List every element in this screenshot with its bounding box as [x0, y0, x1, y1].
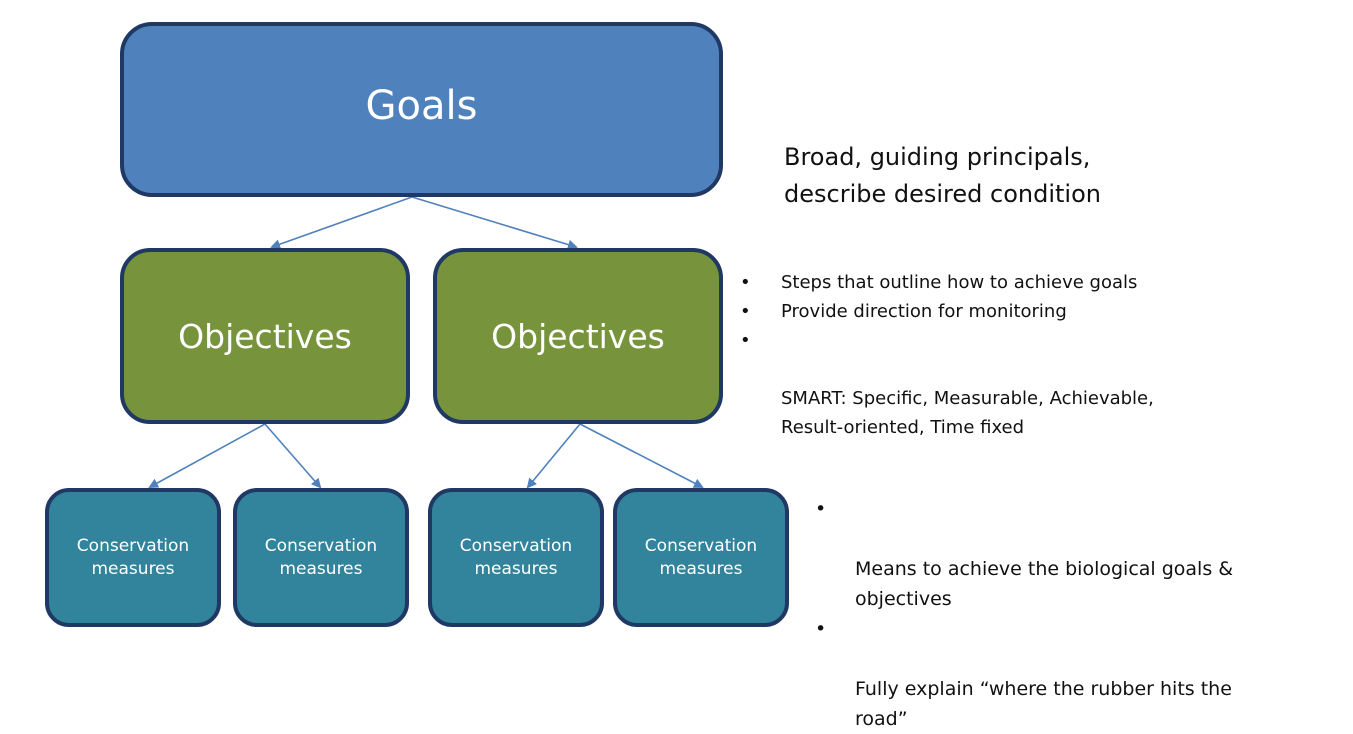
arrow-objective-1-to-measure-1 — [148, 423, 266, 488]
conservation-measures-label-1: Conservation measures — [76, 535, 190, 579]
arrow-objective-1-to-measure-2 — [264, 423, 322, 489]
objectives-label-2: Objectives — [491, 316, 665, 356]
conservation-measures-box-4: Conservation measures — [613, 488, 789, 627]
bullet-icon: • — [740, 301, 751, 322]
objectives-box-2: Objectives — [433, 248, 723, 424]
conservation-measures-box-2: Conservation measures — [233, 488, 409, 627]
conservation-measures-label-2: Conservation measures — [264, 535, 378, 579]
objectives-notes-list: • Steps that outline how to achieve goal… — [740, 268, 1154, 442]
arrow-objective-2-to-measure-4 — [579, 423, 704, 488]
goals-description: Broad, guiding principals, describe desi… — [784, 102, 1101, 213]
arrow-goal-to-objective-1 — [270, 196, 413, 250]
measures-note-2: Fully explain “where the rubber hits the… — [855, 678, 1232, 730]
list-item: • Steps that outline how to achieve goal… — [740, 268, 1154, 297]
goals-label: Goals — [365, 82, 478, 129]
bullet-icon: • — [740, 330, 751, 351]
goals-box: Goals — [120, 22, 723, 197]
measures-notes: • Means to achieve the biological goals … — [815, 494, 1335, 734]
objectives-note-2: Provide direction for monitoring — [781, 301, 1067, 322]
measures-notes-list: • Means to achieve the biological goals … — [815, 494, 1335, 734]
bullet-icon: • — [815, 618, 827, 640]
objectives-note-3: SMART: Specific, Measurable, Achievable,… — [781, 388, 1154, 438]
goals-description-text: Broad, guiding principals, describe desi… — [784, 143, 1101, 208]
bullet-icon: • — [740, 272, 751, 293]
list-item: • Means to achieve the biological goals … — [815, 494, 1335, 614]
conservation-measures-box-3: Conservation measures — [428, 488, 604, 627]
conservation-measures-label-4: Conservation measures — [644, 535, 758, 579]
list-item: • SMART: Specific, Measurable, Achievabl… — [740, 326, 1154, 442]
bullet-icon: • — [815, 498, 827, 520]
list-item: • Provide direction for monitoring — [740, 297, 1154, 326]
arrow-goal-to-objective-2 — [411, 196, 578, 250]
conservation-measures-label-3: Conservation measures — [459, 535, 573, 579]
connector-arrows — [148, 196, 704, 489]
arrow-objective-2-to-measure-3 — [526, 423, 581, 489]
objectives-note-1: Steps that outline how to achieve goals — [781, 272, 1138, 293]
objectives-label-1: Objectives — [178, 316, 352, 356]
objectives-box-1: Objectives — [120, 248, 410, 424]
list-item: • Fully explain “where the rubber hits t… — [815, 614, 1335, 734]
measures-note-1: Means to achieve the biological goals & … — [855, 558, 1234, 610]
objectives-notes: • Steps that outline how to achieve goal… — [740, 268, 1154, 442]
conservation-measures-box-1: Conservation measures — [45, 488, 221, 627]
